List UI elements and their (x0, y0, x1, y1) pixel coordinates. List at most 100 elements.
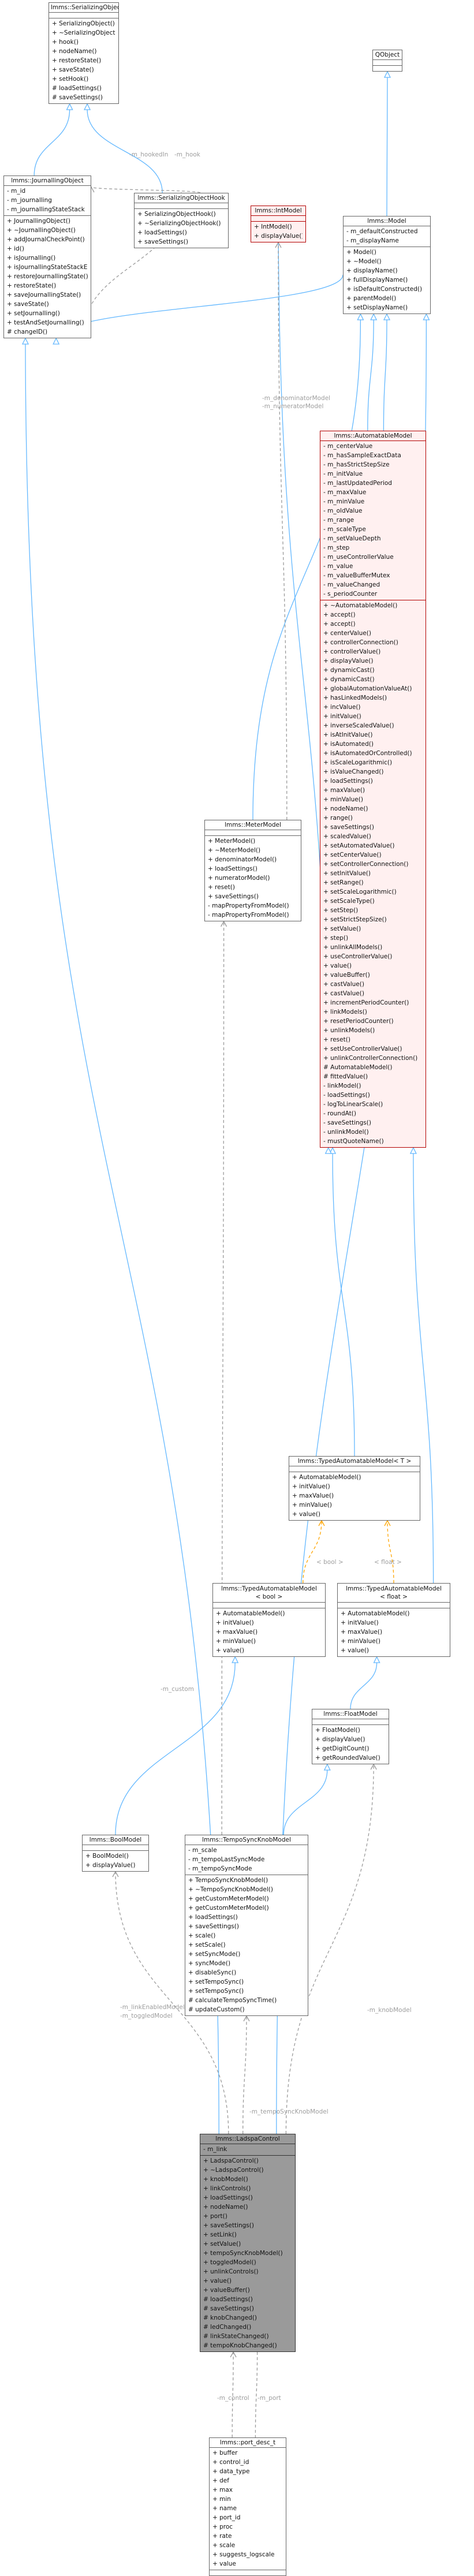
attribute-value: + value (212, 2560, 236, 2567)
class-typed-automatable-model-float[interactable]: lmms::TypedAutomatableModel < float >+ A… (337, 1583, 450, 1657)
edge-label-hook: -m_hook (174, 151, 200, 158)
edge-automatable-to-model (367, 319, 374, 431)
edge-control (232, 2351, 234, 2438)
operation-setstep: + setStep() (323, 907, 359, 914)
edge-meter-int-model-arrowhead (275, 241, 282, 248)
operation-automatablemodel: + AutomatableModel() (216, 1610, 285, 1617)
attribute-section: - m_defaultConstructed- m_displayName (344, 226, 430, 247)
operation-savesettings: - saveSettings() (323, 1119, 371, 1126)
attribute-m-value: - m_value (323, 563, 353, 570)
attribute-proc: + proc (212, 2523, 233, 2530)
operation-isjournalling: + isJournalling() (7, 255, 56, 262)
class-ladspa-control[interactable]: lmms::LadspaControl- m_link+ LadspaContr… (200, 2134, 296, 2352)
operation-disablesync: + disableSync() (188, 1969, 237, 1976)
operation-accept: + accept() (323, 621, 356, 628)
operation-linkstatechanged: # linkStateChanged() (203, 2333, 269, 2340)
edge-ladspa-to-journalling-arrowhead (21, 337, 29, 345)
operation-maxvalue: + maxValue() (292, 1492, 334, 1499)
attribute-section: - m_centerValue- m_hasSampleExactData- m… (320, 441, 426, 600)
class-typed-automatable-model-bool[interactable]: lmms::TypedAutomatableModel < bool >+ Au… (212, 1583, 326, 1657)
class-serializing-object[interactable]: lmms::SerializingObject+ SerializingObje… (48, 2, 119, 104)
operation-temposyncknobmodel: + ~TempoSyncKnobModel() (188, 1886, 273, 1893)
class-meter-model[interactable]: lmms::MeterModel+ MeterModel()+ ~MeterMo… (204, 820, 301, 921)
operation-knobmodel: + knobModel() (203, 2176, 248, 2183)
operation-fulldisplayname: + fullDisplayName() (346, 277, 408, 283)
operation-displayname: + displayName() (346, 267, 398, 274)
operation-section: + MeterModel()+ ~MeterModel()+ denominat… (205, 836, 301, 921)
operation-section: + LadspaControl()+ ~LadspaControl()+ kno… (200, 2156, 295, 2351)
operation-testandsetjournalling: + testAndSetJournalling() (7, 319, 84, 326)
operation-haslinkedmodels: + hasLinkedModels() (323, 695, 387, 701)
operation-temposyncknobmodel: + tempoSyncKnobModel() (203, 2250, 283, 2257)
operation-port: + port() (203, 2213, 227, 2220)
class-serializing-object-hook[interactable]: lmms::SerializingObjectHook+ Serializing… (134, 193, 229, 248)
attribute-m-scale: - m_scale (188, 1847, 217, 1854)
operation-castvalue: + castValue() (323, 990, 364, 997)
attribute-section (373, 60, 402, 66)
class-journalling-object[interactable]: lmms::JournallingObject- m_id- m_journal… (3, 176, 91, 338)
operation-unlinkcontrollerconnection: + unlinkControllerConnection() (323, 1055, 418, 1062)
operation-displayvalue: + displayValue() (85, 1862, 136, 1869)
edge-ladspa-to-model-arrowhead (423, 313, 430, 320)
class-title: lmms::FloatModel (312, 1709, 389, 1719)
operation-savesettings: # saveSettings() (203, 2305, 254, 2312)
edge-journalling-to-serializing (33, 109, 70, 176)
attribute-control-id: + control_id (212, 2459, 249, 2466)
operation-initvalue: + initValue() (341, 1619, 379, 1626)
class-int-model[interactable]: lmms::IntModel+ IntModel()+ displayValue… (251, 206, 306, 242)
operation-setjournalling: + setJournalling() (7, 310, 60, 317)
attribute-def: + def (212, 2477, 229, 2484)
operation-setscalelogarithmic: + setScaleLogarithmic() (323, 888, 397, 895)
operation-value: + value() (292, 1511, 321, 1518)
operation-minvalue: + minValue() (323, 796, 363, 803)
operation-getcustommetermodel: + getCustomMeterModel() (188, 1905, 269, 1912)
operation-toggledmodel: + toggledModel() (203, 2259, 256, 2266)
operation-metermodel: + ~MeterModel() (208, 847, 261, 854)
operation-mustquotename: - mustQuoteName() (323, 1138, 384, 1145)
attribute-name: + name (212, 2505, 237, 2512)
operation-section: + SerializingObjectHook()+ ~SerializingO… (135, 209, 228, 248)
operation-ladspacontrol: + LadspaControl() (203, 2157, 259, 2164)
attribute-m-hassampleexactdata: - m_hasSampleExactData (323, 452, 401, 459)
edge-template-bool (303, 1520, 322, 1584)
operation-savesettings: + saveSettings() (208, 893, 259, 900)
class-automatable-model[interactable]: lmms::AutomatableModel- m_centerValue- m… (320, 431, 426, 1148)
attribute-section (135, 203, 228, 209)
operation-savesettings: + saveSettings() (137, 238, 188, 245)
edge-label-control: -m_control (217, 2395, 249, 2402)
operation-isautomated: + isAutomated() (323, 741, 374, 748)
class-qobject[interactable]: QObject (372, 50, 402, 72)
class-typed-automatable-model-t[interactable]: lmms::TypedAutomatableModel< T >+ Automa… (289, 1456, 420, 1521)
operation-controllervalue: + controllerValue() (323, 648, 381, 655)
edge-knob-model-arrowhead (370, 1763, 377, 1770)
operation-setsyncmode: + setSyncMode() (188, 1951, 241, 1958)
edge-template-bool-arrowhead (318, 1520, 325, 1526)
attribute-section: + buffer+ control_id+ data_type+ def+ ma… (210, 2448, 286, 2570)
class-model[interactable]: lmms::Model- m_defaultConstructed- m_dis… (343, 216, 431, 314)
operation-initvalue: + initValue() (292, 1483, 330, 1490)
attribute-m-scaletype: - m_scaleType (323, 526, 366, 533)
edge-label-tempo-sync-knob-model: -m_tempoSyncKnobModel (249, 2108, 329, 2115)
edge-toggled-model-arrowhead (112, 1871, 119, 1877)
edge-bool-to-typed-arrowhead (232, 1656, 239, 1663)
operation-isscalelogarithmic: + isScaleLogarithmic() (323, 759, 393, 766)
operation-resetperiodcounter: + resetPeriodCounter() (323, 1018, 394, 1025)
class-tempo-sync-knob-model[interactable]: lmms::TempoSyncKnobModel- m_scale- m_tem… (185, 1835, 308, 2016)
edge-label-toggled-model: -m_linkEnabledModel -m_toggledModel (120, 2004, 185, 2019)
edge-label-denominator-model: -m_denominatorModel (262, 395, 331, 402)
operation-initvalue: + initValue() (323, 713, 361, 720)
operation-displayvalue: + displayValue() (315, 1736, 365, 1743)
attribute-section (205, 830, 301, 836)
operation-sethook: + setHook() (52, 76, 89, 83)
class-port-desc-t[interactable]: lmms::port_desc_t+ buffer+ control_id+ d… (209, 2437, 286, 2576)
class-bool-model[interactable]: lmms::BoolModel+ BoolModel()+ displayVal… (82, 1835, 149, 1872)
operation-savejournallingstate: + saveJournallingState() (7, 292, 81, 298)
operation-isdefaultconstructed: + isDefaultConstructed() (346, 286, 423, 293)
operation-savestate: + saveState() (7, 301, 49, 308)
class-float-model[interactable]: lmms::FloatModel+ FloatModel()+ displayV… (312, 1709, 389, 1764)
attribute-section: - m_id- m_journalling- m_journallingStat… (4, 186, 91, 216)
edge-control-arrowhead (230, 2351, 237, 2358)
attribute-section (289, 1466, 420, 1472)
operation-minvalue: + minValue() (292, 1502, 332, 1509)
operation-savesettings: + saveSettings() (188, 1923, 239, 1930)
